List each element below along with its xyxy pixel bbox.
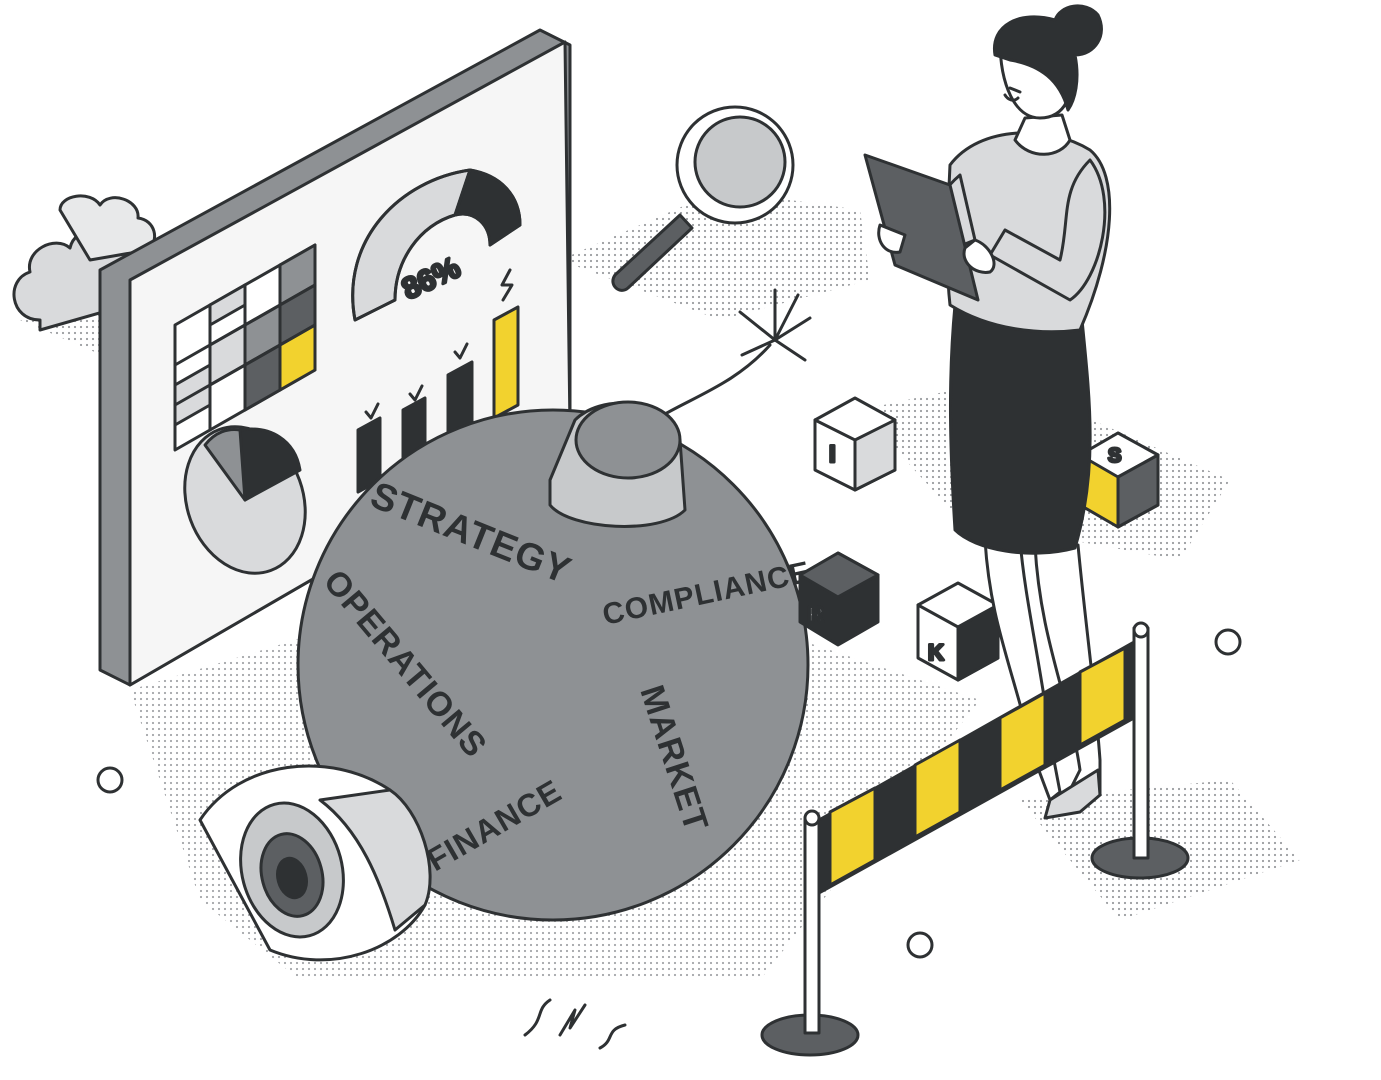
letter-cube-i: I	[813, 396, 897, 492]
heatmap-grid	[173, 243, 317, 452]
magnifier-icon	[611, 105, 795, 292]
barrier-icon	[760, 621, 1190, 1057]
decor-circles	[96, 628, 1242, 959]
lightning-icon	[500, 268, 514, 302]
letter-cube-r: R	[798, 551, 880, 647]
dashboard-board: 86%	[98, 28, 572, 687]
svg-text:R: R	[808, 602, 824, 627]
person-illustration	[863, 4, 1112, 820]
bomb-icon: STRATEGY COMPLIANCE OPERATIONS MARKET FI…	[296, 400, 814, 922]
pie-chart	[183, 425, 307, 575]
eye-icon	[198, 764, 432, 962]
svg-text:S: S	[1108, 445, 1121, 467]
svg-text:K: K	[928, 640, 944, 665]
letter-cube-k: K	[916, 581, 1000, 682]
svg-text:I: I	[829, 441, 836, 468]
letter-cube-s: S	[1078, 431, 1160, 529]
squiggle-icon	[523, 998, 627, 1050]
